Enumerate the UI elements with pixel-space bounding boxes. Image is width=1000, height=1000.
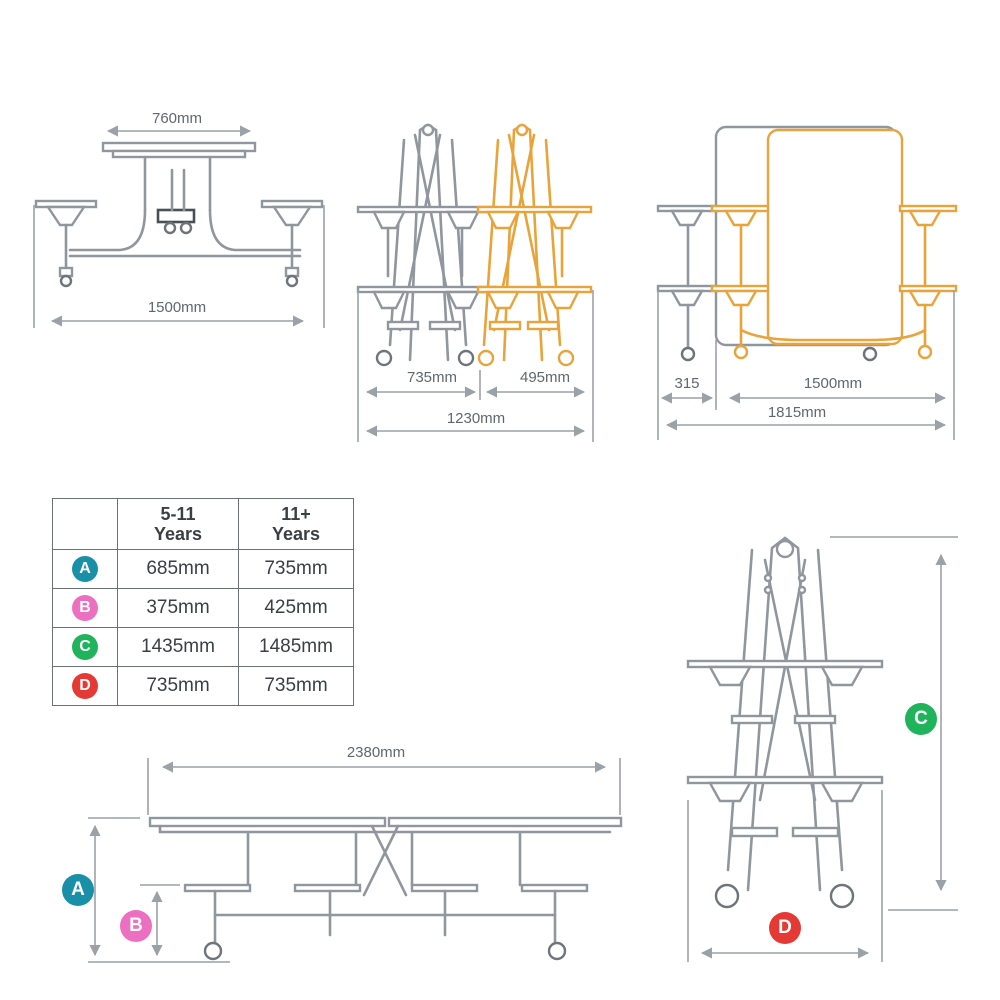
header-11-plus-years: 11+Years <box>238 498 354 550</box>
table-row: D 735mm 735mm <box>52 666 354 706</box>
orange-folded-unit <box>476 123 593 367</box>
label-d-badge: D <box>769 912 801 944</box>
label-b-badge: B <box>120 910 152 942</box>
table-row: A 685mm 735mm <box>52 549 354 589</box>
cell-value: 735mm <box>238 549 354 589</box>
cell-value: 735mm <box>238 666 354 706</box>
cell-value: 735mm <box>117 666 239 706</box>
header-blank <box>52 498 118 550</box>
label-a-badge: A <box>62 874 94 906</box>
label-c-badge: C <box>905 703 937 735</box>
dim-folded-offset: 495mm <box>520 369 570 386</box>
dim-table-length: 2380mm <box>347 744 405 761</box>
cell-value: 375mm <box>117 588 239 628</box>
dim-offset: 315 <box>674 375 699 392</box>
folded-units-side-view: 315 1500mm 1815mm <box>656 125 958 440</box>
folded-unit-closeup <box>686 536 958 962</box>
side-view-unfolded: 2380mm <box>88 744 623 963</box>
end-view-unfolded: 760mm 1500mm <box>33 110 325 328</box>
grey-folded-unit <box>356 123 498 367</box>
badge-a: A <box>72 556 98 582</box>
table-row: C 1435mm 1485mm <box>52 627 354 667</box>
badge-d: D <box>72 673 98 699</box>
folded-units-front-view: 735mm 495mm 1230mm <box>356 123 594 442</box>
badge-b: B <box>72 595 98 621</box>
dim-folded-overall: 1230mm <box>447 410 505 427</box>
dim-folded-depth: 735mm <box>407 369 457 386</box>
dim-table-width: 760mm <box>152 110 202 127</box>
badge-c: C <box>72 634 98 660</box>
cell-value: 685mm <box>117 549 239 589</box>
dim-overall-width: 1500mm <box>148 299 206 316</box>
cell-value: 425mm <box>238 588 354 628</box>
cell-value: 1485mm <box>238 627 354 667</box>
dim-unit-length: 1500mm <box>804 375 862 392</box>
dim-side-overall: 1815mm <box>768 404 826 421</box>
table-row: B 375mm 425mm <box>52 588 354 628</box>
cell-value: 1435mm <box>117 627 239 667</box>
